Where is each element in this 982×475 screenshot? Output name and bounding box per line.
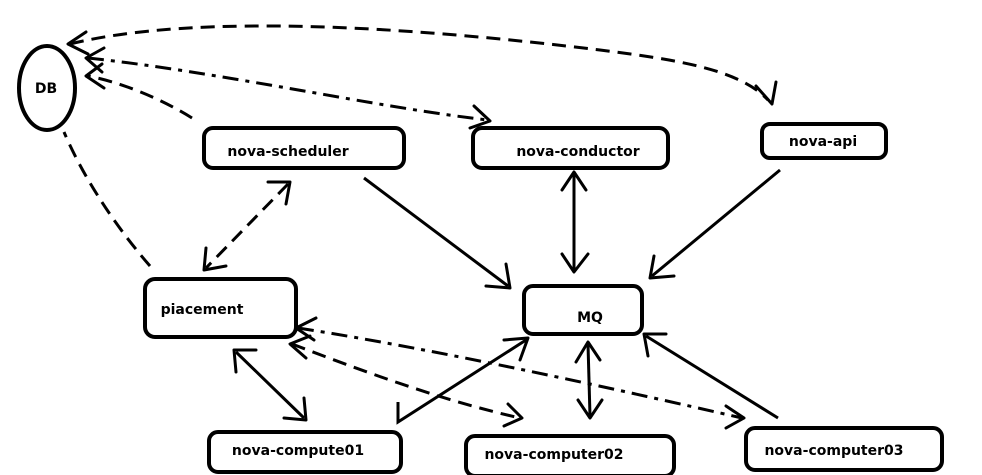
- arrowhead-mq-from-api: [648, 254, 676, 280]
- node-computer02-label: nova-computer02: [484, 447, 623, 463]
- edge-computer03-mq: [642, 332, 779, 420]
- arrowhead-placement-from-computer02: [288, 334, 312, 360]
- node-computer03: nova-computer03: [744, 426, 944, 472]
- edges: [62, 24, 781, 430]
- node-mq: MQ: [522, 284, 644, 336]
- edge-conductor-mq: [560, 170, 590, 274]
- arrowhead-api-from-db: [754, 80, 778, 106]
- edge-compute01-mq: [396, 336, 530, 425]
- arrowhead-mq-from-computer02: [574, 340, 602, 364]
- edge-placement-computer02: [288, 334, 524, 428]
- node-conductor: nova-conductor: [471, 126, 670, 170]
- arrowhead-mq-from-conductor: [560, 252, 590, 274]
- edge-placement-compute01: [232, 348, 308, 422]
- node-api: nova-api: [760, 122, 888, 160]
- edge-db-conductor: [84, 46, 492, 130]
- node-computer03-label: nova-computer03: [764, 443, 903, 459]
- arrowhead-mq-from-compute01: [502, 336, 530, 362]
- edge-scheduler-placement: [202, 180, 292, 272]
- arrowhead-mq-from-scheduler: [484, 262, 512, 290]
- node-placement-label: piacement: [161, 302, 244, 318]
- node-computer02: nova-computer02: [464, 434, 676, 475]
- node-placement: piacement: [143, 277, 298, 339]
- arrowhead-conductor-from-db: [468, 104, 492, 130]
- arrowhead-placement-from-compute01: [232, 348, 258, 374]
- node-mq-label: MQ: [577, 310, 603, 326]
- arrowhead-computer03-from-placement: [724, 404, 746, 430]
- arrowhead-computer02-from-placement: [502, 402, 524, 428]
- arrowhead-computer02-from-mq: [576, 398, 604, 420]
- node-db-label: DB: [35, 81, 57, 97]
- arrowhead-db-from-api: [66, 30, 90, 56]
- node-scheduler: nova-scheduler: [202, 126, 406, 170]
- edge-mq-computer02: [574, 340, 604, 420]
- node-db: DB: [17, 44, 77, 132]
- nodes: DB nova-scheduler nova-conductor nova-ap…: [17, 44, 944, 475]
- arrowhead-db-from-conductor: [84, 46, 106, 74]
- edge-db-api: [66, 24, 778, 106]
- node-compute01-label: nova-compute01: [232, 443, 364, 459]
- node-scheduler-label: nova-scheduler: [227, 144, 348, 160]
- edge-placement-computer03: [294, 316, 746, 430]
- edge-scheduler-mq: [363, 176, 512, 290]
- arrowhead-compute01-from-placement: [282, 396, 308, 422]
- node-compute01: nova-compute01: [207, 430, 403, 474]
- edge-api-mq: [648, 168, 781, 280]
- arrowhead-scheduler-from-placement: [266, 180, 292, 206]
- arrowhead-mq-from-computer03: [642, 332, 668, 358]
- arrowhead-placement-from-scheduler: [202, 246, 228, 272]
- arrowhead-conductor-from-mq: [560, 170, 588, 192]
- node-api-label: nova-api: [789, 134, 857, 150]
- edge-placement-db: [62, 131, 152, 267]
- node-conductor-label: nova-conductor: [516, 144, 639, 160]
